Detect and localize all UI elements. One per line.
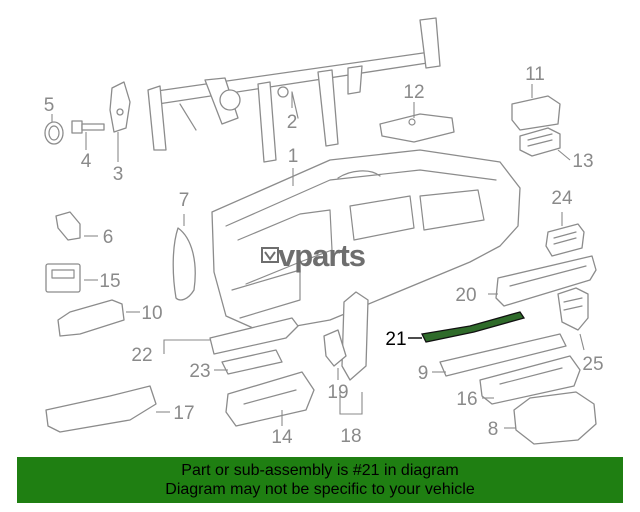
part-25-vent[interactable] [557, 287, 589, 331]
part-24-vent[interactable] [545, 223, 585, 257]
part-23-bracket[interactable] [221, 349, 283, 375]
banner-line-part: Part or sub-assembly is #21 in diagram [181, 462, 459, 479]
part-21-highlighted[interactable] [421, 311, 526, 343]
part-4-bolt[interactable] [71, 120, 105, 134]
callout-8[interactable]: 8 [488, 419, 499, 440]
callout-18[interactable]: 18 [340, 426, 361, 447]
part-7-end-panel[interactable] [172, 227, 196, 301]
leader-lines [51, 84, 585, 429]
callout-16[interactable]: 16 [456, 389, 477, 410]
part-15-module[interactable] [45, 263, 81, 293]
callout-2[interactable]: 2 [287, 112, 298, 133]
part-11-cover[interactable] [511, 95, 561, 131]
callout-3[interactable]: 3 [113, 164, 124, 185]
callout-15[interactable]: 15 [99, 271, 120, 292]
callout-14[interactable]: 14 [271, 427, 293, 448]
callout-1[interactable]: 1 [288, 146, 299, 167]
callout-7[interactable]: 7 [179, 190, 190, 211]
part-1-instrument-panel[interactable] [211, 149, 521, 333]
part-16-glove-box[interactable] [479, 355, 581, 405]
banner-line-disclaimer: Diagram may not be specific to your vehi… [165, 481, 475, 498]
callout-21-highlighted[interactable]: 21 [385, 329, 406, 350]
part-22-trim[interactable] [209, 317, 299, 355]
part-17-lower-reinforcement[interactable] [45, 385, 157, 433]
callouts: 1 2 3 4 5 6 7 8 9 10 11 12 13 14 15 16 1… [44, 64, 604, 448]
part-5-cap[interactable] [44, 121, 64, 145]
callout-13[interactable]: 13 [572, 151, 593, 172]
callout-22[interactable]: 22 [131, 345, 152, 366]
part-6-clip[interactable] [55, 211, 81, 241]
callout-17[interactable]: 17 [173, 403, 194, 424]
callout-4[interactable]: 4 [81, 151, 92, 172]
callout-23[interactable]: 23 [189, 361, 210, 382]
callout-9[interactable]: 9 [418, 363, 429, 384]
info-banner: Part or sub-assembly is #21 in diagram D… [17, 457, 623, 503]
callout-24[interactable]: 24 [551, 188, 573, 209]
callout-5[interactable]: 5 [44, 95, 55, 116]
part-12-panel-cover[interactable] [379, 113, 455, 143]
part-3-bracket[interactable] [109, 81, 131, 133]
parts-diagram: vparts 1 2 3 4 5 6 7 8 9 10 11 12 13 14 … [44, 17, 604, 448]
part-8-module[interactable] [513, 391, 597, 445]
callout-25[interactable]: 25 [582, 354, 603, 375]
watermark: vparts [261, 238, 366, 273]
callout-19[interactable]: 19 [327, 382, 348, 403]
part-19-cover[interactable] [323, 329, 347, 367]
part-9-lower-panel[interactable] [439, 333, 567, 377]
watermark-text: vparts [278, 238, 365, 273]
part-20-trim-panel[interactable] [495, 255, 597, 307]
callout-12[interactable]: 12 [403, 82, 424, 103]
callout-11[interactable]: 11 [525, 64, 545, 85]
part-13-vent[interactable] [519, 127, 561, 157]
callout-20[interactable]: 20 [455, 285, 476, 306]
part-14-lower-panel[interactable] [225, 371, 315, 427]
callout-10[interactable]: 10 [141, 303, 162, 324]
callout-6[interactable]: 6 [103, 227, 114, 248]
part-2-support-beam[interactable] [147, 17, 441, 163]
part-18-pillar[interactable] [341, 291, 369, 381]
part-10-lower-cover[interactable] [57, 299, 125, 337]
